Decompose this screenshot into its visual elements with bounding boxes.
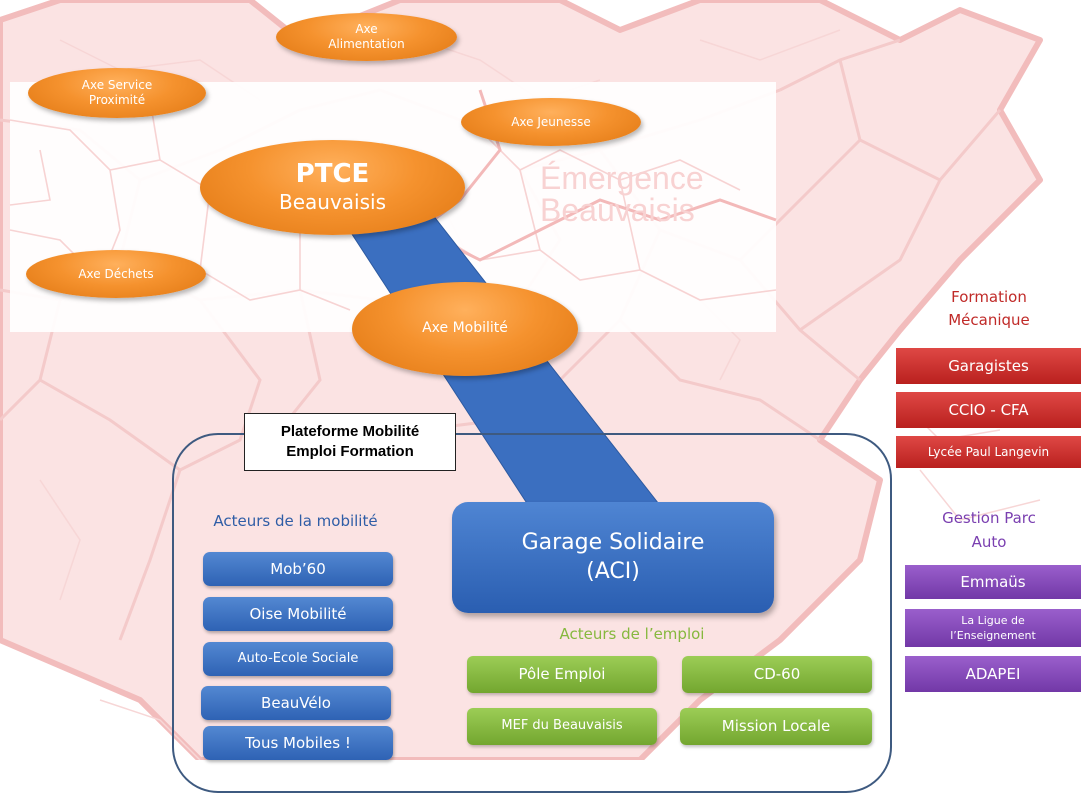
parc-heading: Gestion Parc Auto: [942, 509, 1036, 551]
formation-item-garagistes[interactable]: Garagistes: [896, 348, 1081, 384]
mobility-item-beauvelo[interactable]: BeauVélo: [201, 686, 391, 720]
mobility-item-tous-mobiles[interactable]: Tous Mobiles !: [203, 726, 393, 760]
mobility-item-mob60[interactable]: Mob’60: [203, 552, 393, 586]
employment-item-mef-beauvaisis[interactable]: MEF du Beauvaisis: [467, 708, 657, 745]
employment-item-pole-emploi[interactable]: Pôle Emploi: [467, 656, 657, 693]
employment-item-cd60[interactable]: CD-60: [682, 656, 872, 693]
axe-mobilite-node[interactable]: Axe Mobilité: [352, 282, 578, 376]
garage-line2: (ACI): [586, 558, 640, 584]
panel-region-boundary: [417, 89, 777, 262]
watermark-line2: Beauvaisis: [540, 192, 695, 228]
axe-dechets-node[interactable]: Axe Déchets: [26, 250, 206, 298]
mobility-item-oise-mobilite[interactable]: Oise Mobilité: [203, 597, 393, 631]
garage-line1: Garage Solidaire: [521, 529, 705, 555]
platform-label: Plateforme Mobilité Emploi Formation: [244, 413, 456, 471]
formation-item-ccio-cfa[interactable]: CCIO - CFA: [896, 392, 1081, 428]
parc-item-emmaus[interactable]: Emmaüs: [905, 565, 1081, 599]
axe-alimentation-node[interactable]: Axe Alimentation: [276, 13, 457, 61]
watermark-line1: Émergence: [540, 160, 704, 196]
mobility-heading: Acteurs de la mobilité: [213, 512, 378, 530]
watermark-logo: Émergence Beauvaisis: [540, 162, 740, 226]
ptce-subtitle: Beauvaisis: [278, 190, 386, 215]
formation-heading: Formation Mécanique: [948, 288, 1030, 330]
formation-item-lycee-paul-langevin[interactable]: Lycée Paul Langevin: [896, 436, 1081, 468]
ptce-hub-node[interactable]: PTCE Beauvaisis: [200, 140, 465, 235]
axe-service-node[interactable]: Axe Service Proximité: [28, 68, 206, 118]
employment-item-mission-locale[interactable]: Mission Locale: [680, 708, 872, 745]
parc-item-adapei[interactable]: ADAPEI: [905, 656, 1081, 692]
employment-heading: Acteurs de l’emploi: [559, 625, 705, 643]
garage-solidaire-node[interactable]: Garage Solidaire (ACI): [452, 502, 774, 613]
parc-item-ligue-enseignement[interactable]: La Ligue de l’Enseignement: [905, 609, 1081, 647]
ptce-title: PTCE: [295, 158, 370, 189]
axe-jeunesse-node[interactable]: Axe Jeunesse: [461, 98, 641, 146]
mobility-item-auto-ecole-sociale[interactable]: Auto-Ecole Sociale: [203, 642, 393, 676]
